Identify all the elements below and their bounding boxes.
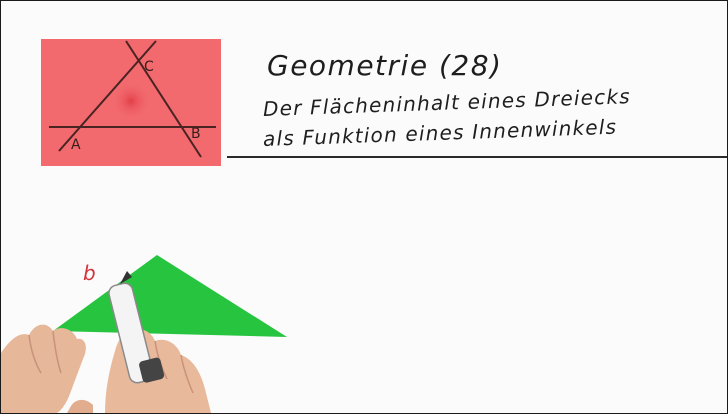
topic-logo-card: A B C [41,39,221,166]
triangle-lines-diagram: A B C [49,40,216,158]
title-underline [227,156,727,158]
marker-pen [108,271,165,384]
vertex-b-label: B [191,126,201,142]
lesson-title: Geometrie (28) [267,49,503,82]
left-hand [1,324,93,413]
green-triangle [53,255,287,337]
side-b-label: b [83,261,96,285]
vertex-c-label: C [144,59,154,75]
vertex-a-label: A [71,137,81,153]
